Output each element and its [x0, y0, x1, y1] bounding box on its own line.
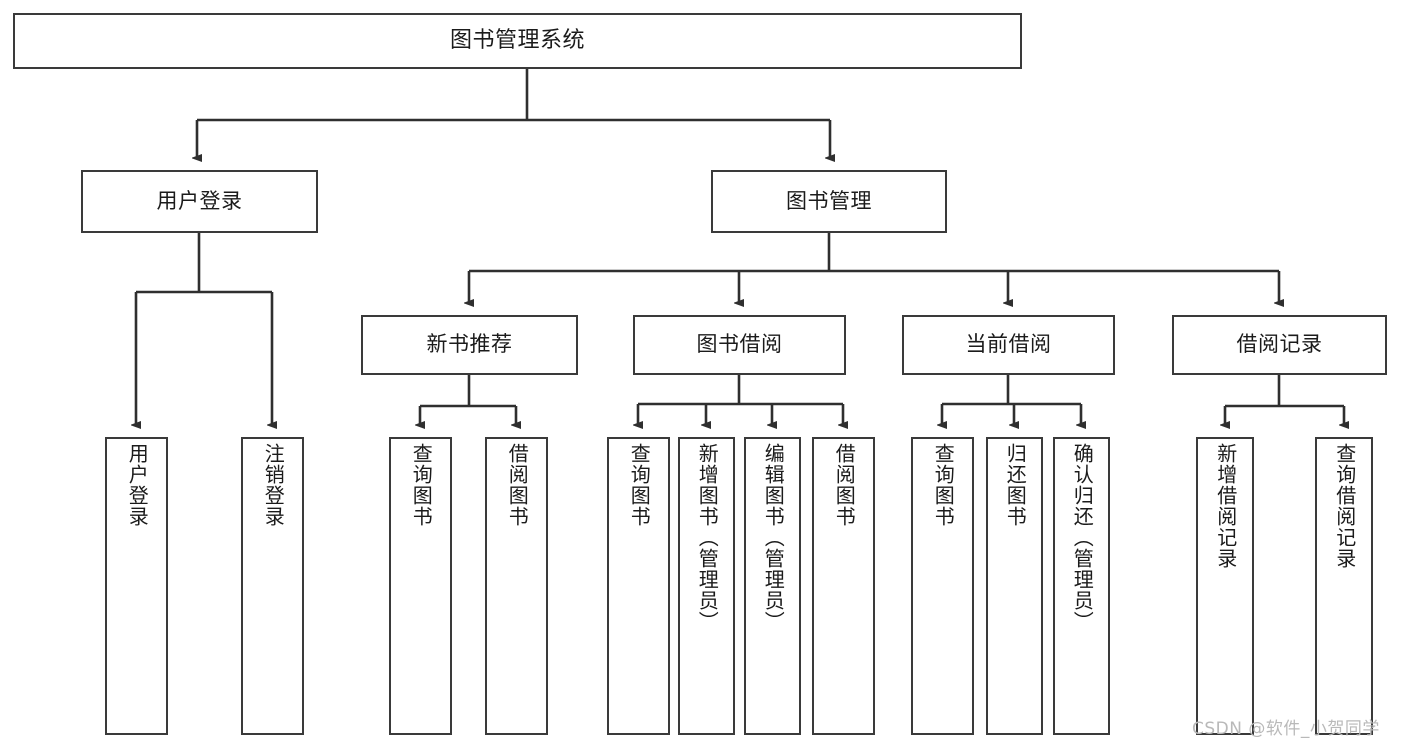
node-user-login[interactable]: 用户登录 — [81, 170, 318, 233]
node-user-login-label: 用户登录 — [156, 188, 243, 213]
node-book-manage[interactable]: 图书管理 — [711, 170, 947, 233]
node-leaf-query-book-2[interactable]: 查询图书 — [607, 437, 670, 735]
node-root-label: 图书管理系统 — [449, 27, 585, 53]
node-leaf-borrow-book-2-label: 借阅图书 — [832, 443, 857, 527]
node-leaf-confirm-return-admin-label: 确认归还（管理员） — [1070, 443, 1095, 632]
node-borrow-record-label: 借阅记录 — [1236, 332, 1323, 357]
node-book-borrow[interactable]: 图书借阅 — [633, 315, 846, 375]
node-new-book-rec-label: 新书推荐 — [426, 332, 513, 357]
node-leaf-add-book-admin[interactable]: 新增图书（管理员） — [678, 437, 735, 735]
node-leaf-edit-book-admin[interactable]: 编辑图书（管理员） — [744, 437, 801, 735]
node-leaf-add-borrow-record[interactable]: 新增借阅记录 — [1196, 437, 1254, 735]
node-leaf-query-book-1[interactable]: 查询图书 — [389, 437, 452, 735]
node-book-borrow-label: 图书借阅 — [696, 332, 783, 357]
node-leaf-query-book-1-label: 查询图书 — [409, 443, 434, 527]
node-leaf-borrow-book-1-label: 借阅图书 — [505, 443, 530, 527]
node-leaf-query-borrow-record-label: 查询借阅记录 — [1332, 443, 1357, 569]
node-leaf-user-login[interactable]: 用户登录 — [105, 437, 168, 735]
node-leaf-edit-book-admin-label: 编辑图书（管理员） — [761, 443, 786, 632]
node-leaf-add-book-admin-label: 新增图书（管理员） — [695, 443, 720, 632]
node-leaf-user-logout-label: 注销登录 — [261, 443, 286, 527]
csdn-watermark: CSDN @软件_小贺同学 — [1192, 719, 1380, 739]
node-leaf-return-book-label: 归还图书 — [1003, 443, 1028, 527]
node-leaf-query-book-2-label: 查询图书 — [627, 443, 652, 527]
node-leaf-user-logout[interactable]: 注销登录 — [241, 437, 304, 735]
node-leaf-borrow-book-1[interactable]: 借阅图书 — [485, 437, 548, 735]
node-leaf-query-borrow-record[interactable]: 查询借阅记录 — [1315, 437, 1373, 735]
node-leaf-user-login-label: 用户登录 — [125, 443, 150, 527]
node-root[interactable]: 图书管理系统 — [13, 13, 1022, 69]
node-leaf-query-book-3[interactable]: 查询图书 — [911, 437, 974, 735]
node-leaf-confirm-return-admin[interactable]: 确认归还（管理员） — [1053, 437, 1110, 735]
node-current-borrow-label: 当前借阅 — [965, 332, 1052, 357]
node-book-manage-label: 图书管理 — [786, 188, 872, 213]
node-leaf-query-book-3-label: 查询图书 — [931, 443, 956, 527]
node-current-borrow[interactable]: 当前借阅 — [902, 315, 1115, 375]
node-leaf-borrow-book-2[interactable]: 借阅图书 — [812, 437, 875, 735]
node-leaf-add-borrow-record-label: 新增借阅记录 — [1213, 443, 1238, 569]
node-borrow-record[interactable]: 借阅记录 — [1172, 315, 1387, 375]
node-new-book-rec[interactable]: 新书推荐 — [361, 315, 578, 375]
node-leaf-return-book[interactable]: 归还图书 — [986, 437, 1043, 735]
